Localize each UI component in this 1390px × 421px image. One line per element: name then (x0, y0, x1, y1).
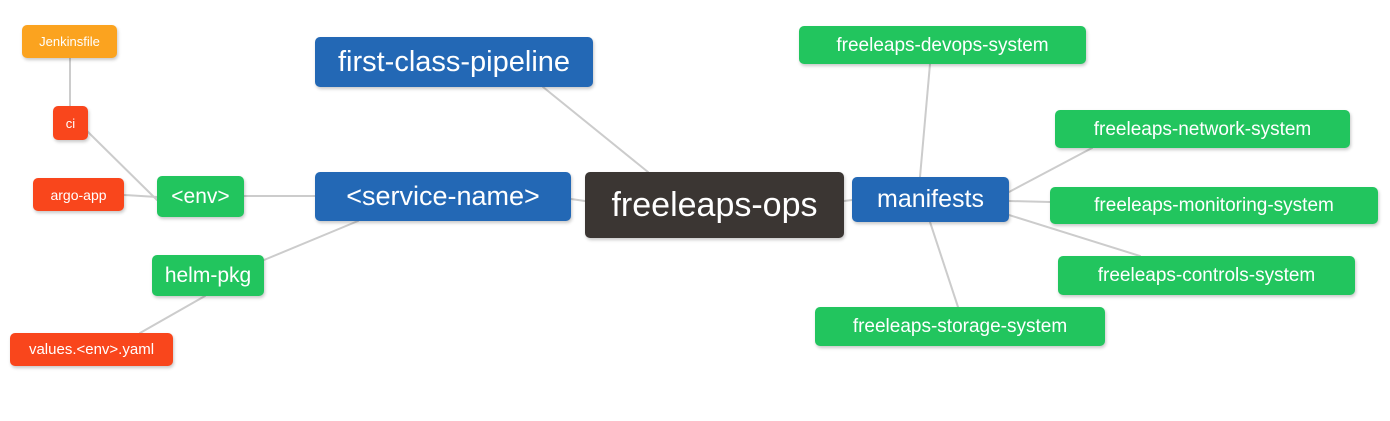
node-helm-pkg[interactable]: helm-pkg (152, 255, 264, 296)
node-values-yaml[interactable]: values.<env>.yaml (10, 333, 173, 366)
node-freeleaps-controls-system[interactable]: freeleaps-controls-system (1058, 256, 1355, 295)
edge-manifests-network (1008, 147, 1093, 193)
node-label-freeleaps-devops-system: freeleaps-devops-system (836, 34, 1049, 56)
node-label-first-class-pipeline: first-class-pipeline (337, 45, 571, 78)
node-env[interactable]: <env> (157, 176, 244, 217)
edge-pipeline-ops (542, 86, 649, 173)
node-label-ci: ci (65, 115, 76, 131)
node-label-service-name: <service-name> (346, 181, 540, 211)
edge-ops-manifests (843, 199, 853, 202)
node-label-manifests: manifests (877, 185, 984, 213)
edge-manifests-storage (929, 221, 959, 308)
node-argo-app[interactable]: argo-app (33, 178, 124, 211)
node-freeleaps-ops[interactable]: freeleaps-ops (585, 172, 844, 238)
node-label-env: <env> (171, 185, 230, 208)
node-label-freeleaps-network-system: freeleaps-network-system (1093, 118, 1312, 140)
node-label-argo-app: argo-app (50, 186, 107, 203)
node-label-jenkinsfile: Jenkinsfile (39, 34, 100, 49)
node-freeleaps-network-system[interactable]: freeleaps-network-system (1055, 110, 1350, 148)
node-manifests[interactable]: manifests (852, 177, 1009, 222)
edge-manifests-devops (919, 63, 931, 178)
edge-manifests-monitoring (1008, 200, 1051, 203)
node-label-values-yaml: values.<env>.yaml (28, 341, 155, 358)
node-ci[interactable]: ci (53, 106, 88, 140)
edge-argoapp-env (123, 194, 158, 198)
edge-valuesyaml-helmpkg (139, 295, 206, 334)
node-freeleaps-storage-system[interactable]: freeleaps-storage-system (815, 307, 1105, 346)
node-jenkinsfile[interactable]: Jenkinsfile (22, 25, 117, 58)
node-service-name[interactable]: <service-name> (315, 172, 571, 221)
node-label-helm-pkg: helm-pkg (164, 264, 252, 287)
node-label-freeleaps-storage-system: freeleaps-storage-system (852, 316, 1068, 337)
node-label-freeleaps-ops: freeleaps-ops (611, 186, 818, 224)
node-freeleaps-monitoring-system[interactable]: freeleaps-monitoring-system (1050, 187, 1378, 224)
node-first-class-pipeline[interactable]: first-class-pipeline (315, 37, 593, 87)
node-label-freeleaps-controls-system: freeleaps-controls-system (1097, 265, 1316, 286)
node-freeleaps-devops-system[interactable]: freeleaps-devops-system (799, 26, 1086, 64)
edge-servicename-ops (570, 198, 586, 202)
node-label-freeleaps-monitoring-system: freeleaps-monitoring-system (1094, 195, 1334, 216)
edge-helmpkg-servicename (263, 220, 359, 261)
